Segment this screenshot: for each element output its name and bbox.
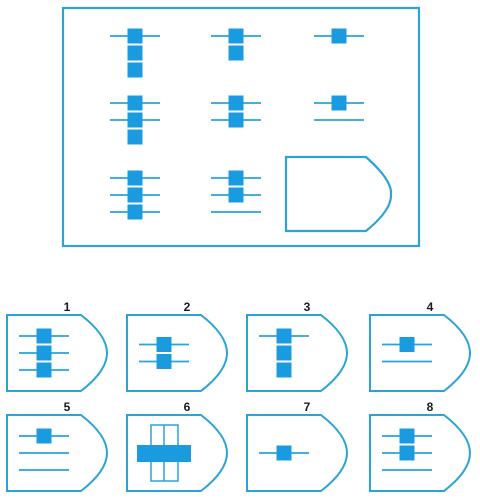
square: [156, 354, 172, 369]
option-2[interactable]: 2: [126, 300, 229, 392]
matrix-cell: [211, 95, 261, 128]
matrix-cell: [110, 28, 160, 78]
square: [331, 95, 347, 111]
option-shape: [126, 414, 229, 492]
option-number: 4: [427, 300, 434, 314]
square: [276, 362, 292, 378]
option-shape: [6, 314, 109, 392]
option-number: 7: [304, 400, 311, 414]
matrix-frame: [61, 6, 421, 248]
matrix-cell: [110, 170, 160, 220]
square: [36, 428, 52, 444]
square: [156, 337, 172, 352]
square: [127, 95, 143, 111]
square: [127, 45, 143, 61]
option-shape: [126, 314, 229, 392]
square: [331, 28, 347, 44]
option-shape: [369, 414, 472, 492]
option-shape: [246, 414, 349, 492]
square: [276, 345, 292, 361]
option-number: 8: [427, 400, 434, 414]
matrix-cell: [314, 28, 364, 44]
missing-cell: [284, 155, 393, 233]
option-7[interactable]: 7: [246, 400, 349, 492]
matrix-cell: [314, 95, 364, 121]
square: [36, 328, 52, 344]
matrix-cell: [110, 95, 160, 145]
square: [127, 62, 143, 78]
square: [399, 445, 415, 461]
square: [228, 187, 244, 203]
option-shape: [369, 314, 472, 392]
square: [228, 45, 244, 61]
option-number: 6: [184, 400, 191, 414]
square: [36, 345, 52, 361]
option-1[interactable]: 1: [6, 300, 109, 392]
square: [399, 428, 415, 444]
option-3[interactable]: 3: [246, 300, 349, 392]
square: [127, 170, 143, 186]
option-8[interactable]: 8: [369, 400, 472, 492]
answer-options: 1 2 3 4 5 6 7 8: [6, 300, 472, 492]
square: [228, 28, 244, 44]
horizontal-bar: [137, 445, 191, 462]
option-6[interactable]: 6: [126, 400, 229, 492]
square: [399, 337, 415, 352]
square: [228, 170, 244, 186]
matrix-cell: [211, 170, 261, 213]
option-number: 5: [64, 400, 71, 414]
option-number: 2: [184, 300, 191, 314]
square: [228, 112, 244, 128]
square: [127, 129, 143, 145]
square: [228, 95, 244, 111]
option-shape: [6, 414, 109, 492]
square: [127, 187, 143, 203]
matrix-grid: [110, 28, 393, 233]
square: [36, 362, 52, 378]
option-shape: [246, 314, 349, 392]
square: [127, 112, 143, 128]
blank-answer-shape: [284, 155, 393, 233]
square: [127, 204, 143, 220]
square: [276, 328, 292, 344]
option-number: 3: [304, 300, 311, 314]
matrix-cell: [211, 28, 261, 61]
option-number: 1: [64, 300, 71, 314]
option-4[interactable]: 4: [369, 300, 472, 392]
square: [276, 445, 292, 461]
square: [127, 28, 143, 44]
option-5[interactable]: 5: [6, 400, 109, 492]
